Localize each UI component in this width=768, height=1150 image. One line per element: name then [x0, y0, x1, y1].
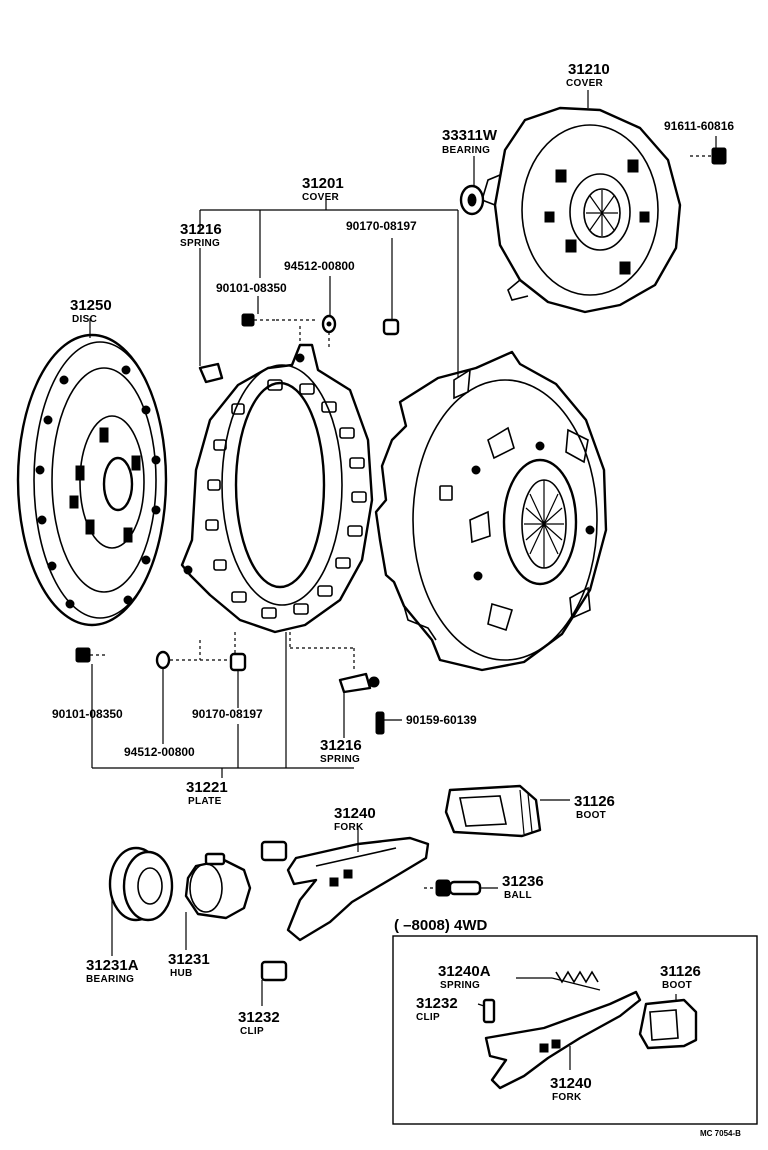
callout-bolt-91611: 91611-60816 — [664, 119, 734, 133]
callout-washer-94512-bottom: 94512-00800 — [124, 745, 195, 759]
part-name: COVER — [302, 192, 340, 203]
part-number: 31240 — [550, 1075, 592, 1092]
callout-ball-31236: 31236 BALL — [502, 873, 544, 901]
part-name: FORK — [334, 822, 364, 833]
part-name: FORK — [552, 1092, 582, 1103]
part-name: SPRING — [180, 238, 220, 249]
callout-spring-31216-top: 31216 SPRING — [180, 221, 222, 249]
clutch-disc-31250-drawing — [16, 333, 168, 627]
part-name: BEARING — [442, 145, 490, 156]
ball-31236-drawing — [424, 879, 482, 897]
part-number: 31231 — [168, 951, 210, 968]
part-name: BOOT — [662, 980, 692, 991]
callout-bearing-33311w: 33311W BEARING — [442, 127, 498, 156]
part-name: BOOT — [576, 810, 606, 821]
callout-inset-clip-31232: 31232 CLIP — [416, 995, 458, 1023]
part-number: 31216 — [180, 221, 222, 238]
clutch-cover-31210-drawing — [481, 106, 682, 314]
inset-4wd-drawing — [392, 935, 758, 1125]
part-name: COVER — [566, 78, 604, 89]
callout-washer-94512-top: 94512-00800 — [284, 259, 355, 273]
part-number: 31216 — [320, 737, 362, 754]
part-name: BALL — [504, 890, 532, 901]
part-number: 31231A — [86, 957, 139, 974]
boot-31126-drawing — [444, 784, 542, 838]
callout-nut-90170-top: 90170-08197 — [346, 219, 417, 233]
callout-clip-31232: 31232 CLIP — [238, 1009, 280, 1037]
callout-bearing-31231a: 31231A BEARING — [86, 957, 139, 985]
part-number: 31126 — [660, 963, 701, 980]
callout-plate-31221: 31221 PLATE — [186, 779, 228, 807]
part-name: BEARING — [86, 974, 134, 985]
bolt-91611-drawing — [690, 147, 727, 165]
callout-inset-fork-31240: 31240 FORK — [550, 1075, 592, 1103]
part-number: 31240A — [438, 963, 491, 980]
part-number: 33311W — [442, 127, 498, 144]
callout-hub-31231: 31231 HUB — [168, 951, 210, 979]
bearing-33311w-drawing — [459, 184, 485, 216]
part-number: 31232 — [238, 1009, 280, 1026]
callout-bolt-90101-top: 90101-08350 — [216, 281, 287, 295]
inset-heading: ( –8008) 4WD — [394, 917, 488, 934]
leader-lines — [89, 90, 717, 1070]
clip-31232-drawing — [260, 840, 288, 982]
callout-boot-31126: 31126 BOOT — [574, 793, 615, 821]
callout-disc-31250: 31250 DISC — [70, 297, 112, 325]
part-number: 31221 — [186, 779, 228, 796]
fork-31240-drawing — [286, 836, 430, 942]
part-name: SPRING — [320, 754, 360, 765]
clutch-cover-31201-drawing — [374, 350, 608, 672]
part-name: DISC — [72, 314, 97, 325]
callout-cover-31210: 31210 COVER — [566, 61, 610, 89]
bearing-31231a-drawing — [108, 846, 174, 922]
part-name: PLATE — [188, 796, 222, 807]
part-name: CLIP — [240, 1026, 264, 1037]
part-name: CLIP — [416, 1012, 440, 1023]
callout-fork-31240: 31240 FORK — [334, 805, 376, 833]
part-name: SPRING — [440, 980, 480, 991]
callout-inset-spring-31240a: 31240A SPRING — [438, 963, 491, 991]
hub-31231-drawing — [184, 852, 252, 920]
part-number: 31236 — [502, 873, 544, 890]
callout-nut-90170-bottom: 90170-08197 — [192, 707, 263, 721]
part-number: 31126 — [574, 793, 615, 810]
footer-code: MC 7054-B — [700, 1129, 741, 1138]
pressure-plate-31221-drawing — [180, 343, 374, 634]
part-number: 31232 — [416, 995, 458, 1012]
lower-hardware-drawing — [75, 632, 385, 735]
callout-screw-90159: 90159-60139 — [406, 713, 477, 727]
callout-spring-31216-bottom: 31216 SPRING — [320, 737, 362, 765]
part-number: 31250 — [70, 297, 112, 314]
part-number: 31240 — [334, 805, 376, 822]
callout-cover-31201: 31201 COVER — [302, 175, 344, 203]
callout-bolt-90101-bottom: 90101-08350 — [52, 707, 123, 721]
part-number: 31210 — [568, 61, 610, 78]
part-name: HUB — [170, 968, 193, 979]
upper-hardware-drawing — [198, 313, 400, 384]
callout-inset-boot-31126: 31126 BOOT — [660, 963, 701, 991]
part-number: 31201 — [302, 175, 344, 192]
